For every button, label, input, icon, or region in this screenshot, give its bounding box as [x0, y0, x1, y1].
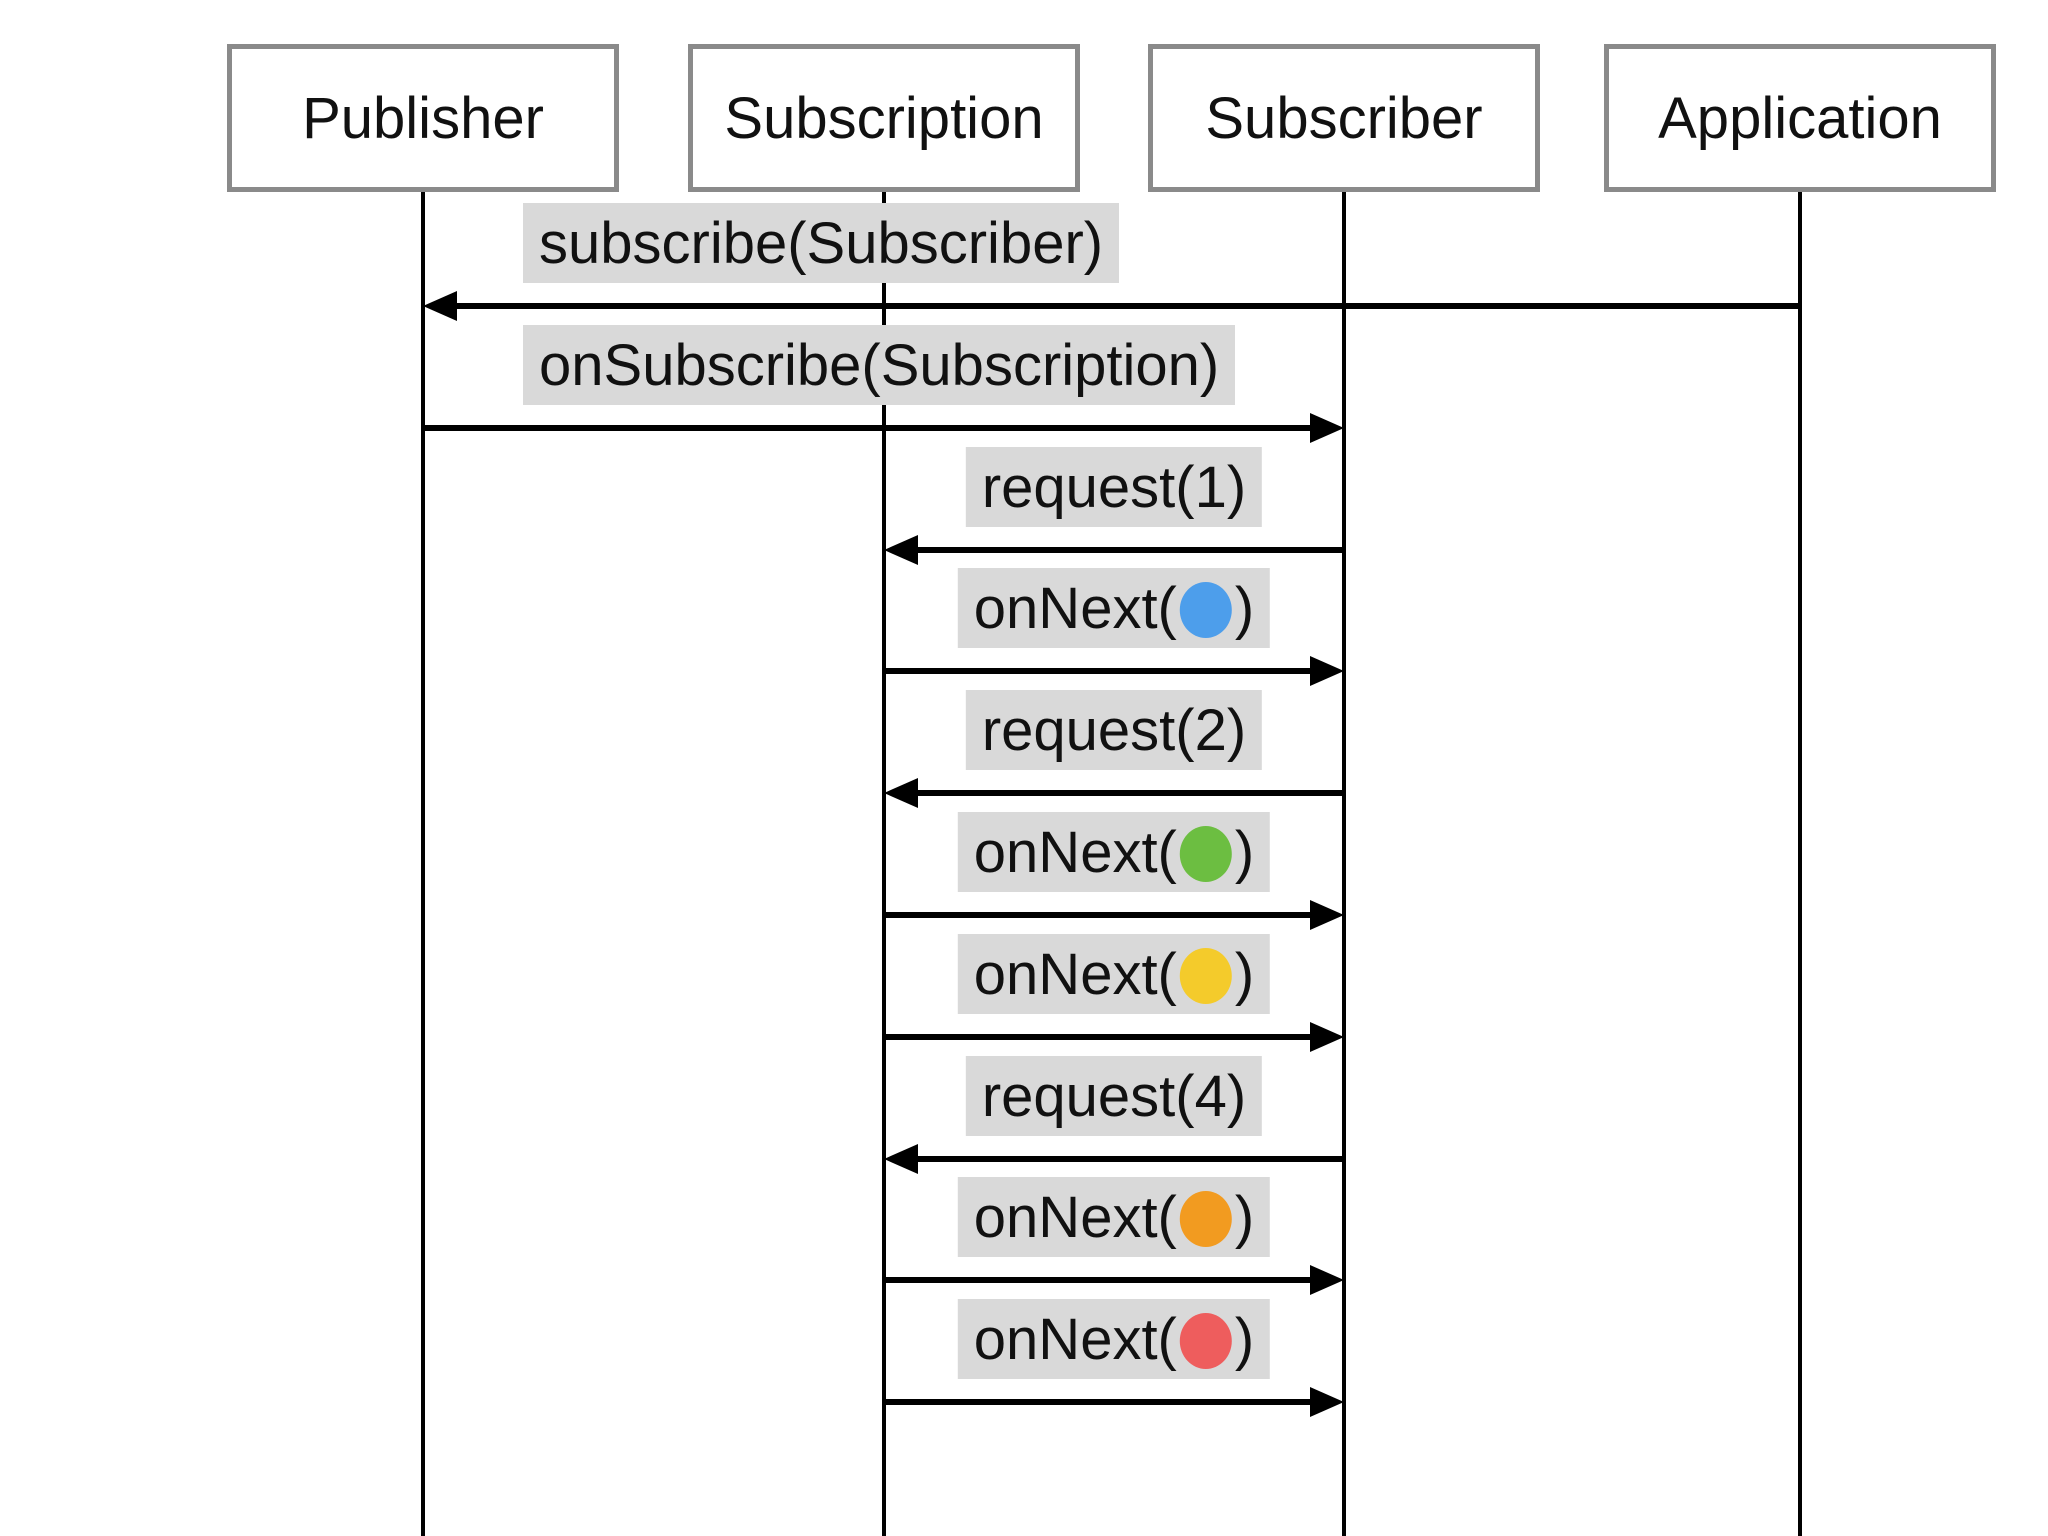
- arrow-shaft: [884, 1034, 1324, 1040]
- arrowhead-icon: [1310, 1387, 1344, 1417]
- actor-box-publisher: Publisher: [227, 44, 619, 192]
- lifeline-subscriber: [1342, 190, 1346, 1536]
- blue-dot-icon: [1179, 582, 1232, 638]
- message-label-onNext-yellow: onNext(): [957, 934, 1271, 1014]
- arrowhead-icon: [1310, 1022, 1344, 1052]
- message-text-subscribe: subscribe(Subscriber): [539, 210, 1104, 276]
- arrowhead-icon: [1310, 900, 1344, 930]
- green-dot-icon: [1179, 826, 1232, 882]
- message-label-request-2: request(2): [965, 690, 1263, 770]
- arrowhead-icon: [1310, 656, 1344, 686]
- arrowhead-icon: [884, 1144, 918, 1174]
- orange-dot-icon: [1179, 1191, 1232, 1247]
- message-text-request-2: request(2): [981, 697, 1247, 763]
- arrow-shaft: [884, 1277, 1324, 1283]
- arrow-shaft: [884, 1399, 1324, 1405]
- lifeline-subscription: [882, 190, 886, 1536]
- yellow-dot-icon: [1179, 948, 1232, 1004]
- arrow-shaft: [904, 1156, 1344, 1162]
- message-arrow-onNext-green: [884, 900, 1344, 930]
- lifeline-application: [1798, 190, 1802, 1536]
- arrowhead-icon: [423, 291, 457, 321]
- message-label-subscribe: subscribe(Subscriber): [523, 203, 1120, 283]
- message-text-suffix-onNext-blue: ): [1234, 575, 1255, 641]
- message-text-onSubscribe: onSubscribe(Subscription): [539, 332, 1220, 398]
- actor-box-subscription: Subscription: [688, 44, 1080, 192]
- message-arrow-onNext-yellow: [884, 1022, 1344, 1052]
- message-text-onNext-red: onNext(: [973, 1306, 1177, 1372]
- message-arrow-subscribe: [423, 291, 1800, 321]
- message-text-onNext-yellow: onNext(: [973, 941, 1177, 1007]
- message-arrow-onSubscribe: [423, 413, 1344, 443]
- message-label-onNext-orange: onNext(): [957, 1177, 1271, 1257]
- arrow-shaft: [904, 790, 1344, 796]
- message-text-request-4: request(4): [981, 1063, 1247, 1129]
- red-dot-icon: [1179, 1313, 1232, 1369]
- lifeline-publisher: [421, 190, 425, 1536]
- arrow-shaft: [884, 668, 1324, 674]
- arrowhead-icon: [884, 535, 918, 565]
- message-arrow-request-1: [884, 535, 1344, 565]
- actor-label-publisher: Publisher: [302, 85, 544, 151]
- message-label-onNext-red: onNext(): [957, 1299, 1271, 1379]
- actor-label-subscription: Subscription: [724, 85, 1044, 151]
- message-text-suffix-onNext-orange: ): [1234, 1184, 1255, 1250]
- arrow-shaft: [423, 425, 1324, 431]
- arrow-shaft: [443, 303, 1800, 309]
- message-label-onNext-blue: onNext(): [957, 568, 1271, 648]
- actor-label-subscriber: Subscriber: [1205, 85, 1483, 151]
- message-text-onNext-green: onNext(: [973, 819, 1177, 885]
- message-text-suffix-onNext-green: ): [1234, 819, 1255, 885]
- message-arrow-onNext-orange: [884, 1265, 1344, 1295]
- message-arrow-request-2: [884, 778, 1344, 808]
- message-label-onNext-green: onNext(): [957, 812, 1271, 892]
- message-arrow-onNext-red: [884, 1387, 1344, 1417]
- message-label-request-1: request(1): [965, 447, 1263, 527]
- message-arrow-onNext-blue: [884, 656, 1344, 686]
- message-label-onSubscribe: onSubscribe(Subscription): [523, 325, 1236, 405]
- message-text-onNext-orange: onNext(: [973, 1184, 1177, 1250]
- message-text-onNext-blue: onNext(: [973, 575, 1177, 641]
- message-text-request-1: request(1): [981, 454, 1247, 520]
- arrowhead-icon: [1310, 413, 1344, 443]
- actor-box-application: Application: [1604, 44, 1996, 192]
- arrow-shaft: [904, 547, 1344, 553]
- message-label-request-4: request(4): [965, 1056, 1263, 1136]
- arrowhead-icon: [1310, 1265, 1344, 1295]
- message-text-suffix-onNext-yellow: ): [1234, 941, 1255, 1007]
- actor-label-application: Application: [1658, 85, 1942, 151]
- message-text-suffix-onNext-red: ): [1234, 1306, 1255, 1372]
- message-arrow-request-4: [884, 1144, 1344, 1174]
- actor-box-subscriber: Subscriber: [1148, 44, 1540, 192]
- arrowhead-icon: [884, 778, 918, 808]
- arrow-shaft: [884, 912, 1324, 918]
